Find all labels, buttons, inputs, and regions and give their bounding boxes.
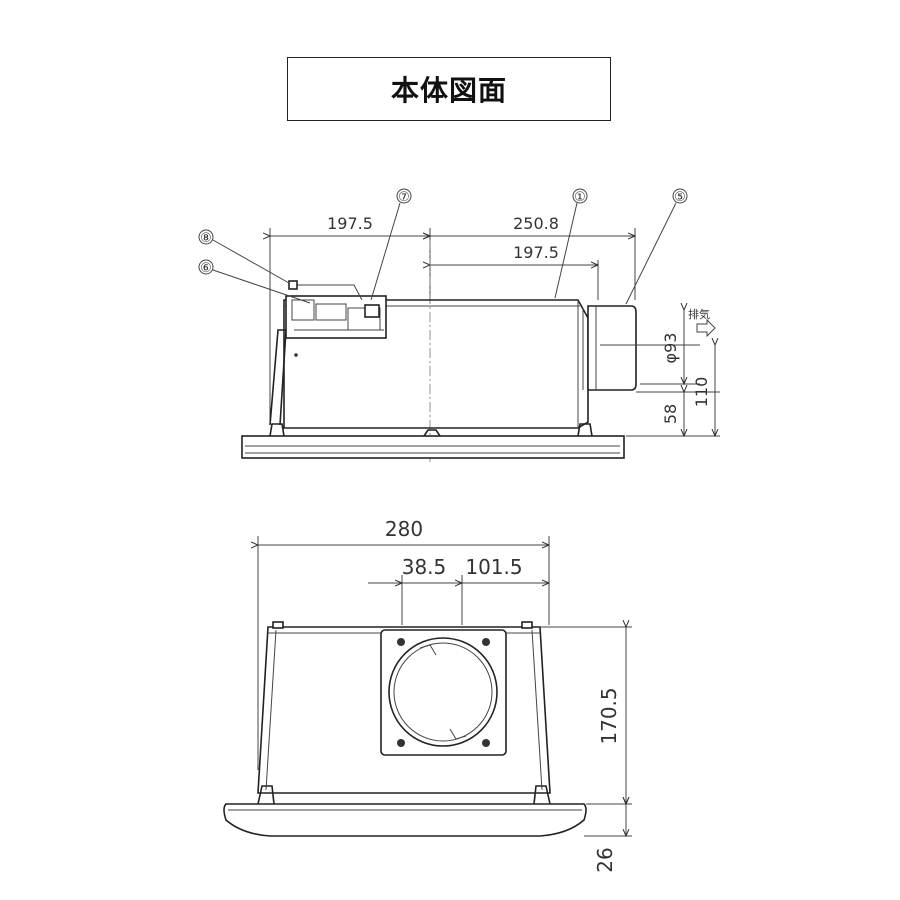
- duct-flange: [380, 629, 507, 756]
- grille-panel: [241, 423, 625, 459]
- callout-7: ⑦: [370, 188, 412, 301]
- callout-6: ⑥: [198, 259, 311, 304]
- callout-5: ⑤: [625, 188, 688, 305]
- front-housing: [257, 626, 551, 794]
- exhaust-arrow-icon: [696, 318, 716, 338]
- dim-height-58: 58: [661, 404, 680, 424]
- side-view: 197.5 250.8 197.5: [198, 188, 720, 462]
- svg-text:⑥: ⑥: [200, 261, 212, 276]
- svg-text:⑦: ⑦: [398, 190, 410, 205]
- dim-offset-left: 38.5: [402, 555, 447, 579]
- dim-left-width: 197.5: [327, 214, 373, 233]
- dim-height: 170.5: [597, 687, 621, 744]
- callout-1: ①: [554, 188, 588, 299]
- callout-8: ⑧: [198, 229, 290, 284]
- dim-height-110: 110: [692, 377, 711, 408]
- dim-panel-height: 26: [593, 847, 617, 872]
- dim-overall-right: 250.8: [513, 214, 559, 233]
- dim-offset-right: 101.5: [465, 555, 522, 579]
- terminal-box: [285, 280, 387, 339]
- svg-text:⑧: ⑧: [200, 231, 212, 246]
- dim-duct-diameter: φ93: [661, 333, 680, 364]
- front-view: 280 38.5 101.5: [223, 517, 632, 873]
- svg-text:①: ①: [574, 190, 586, 205]
- dim-overall-width: 280: [385, 517, 423, 541]
- dim-inner-right: 197.5: [513, 243, 559, 262]
- svg-text:⑤: ⑤: [674, 190, 686, 205]
- cable-end: [288, 280, 298, 290]
- front-panel: [223, 785, 587, 837]
- page-title: 本体図面: [390, 74, 507, 107]
- title-box: 本体図面: [287, 57, 611, 121]
- exhaust-label: 排気: [688, 307, 710, 321]
- duct-adapter: [582, 305, 637, 391]
